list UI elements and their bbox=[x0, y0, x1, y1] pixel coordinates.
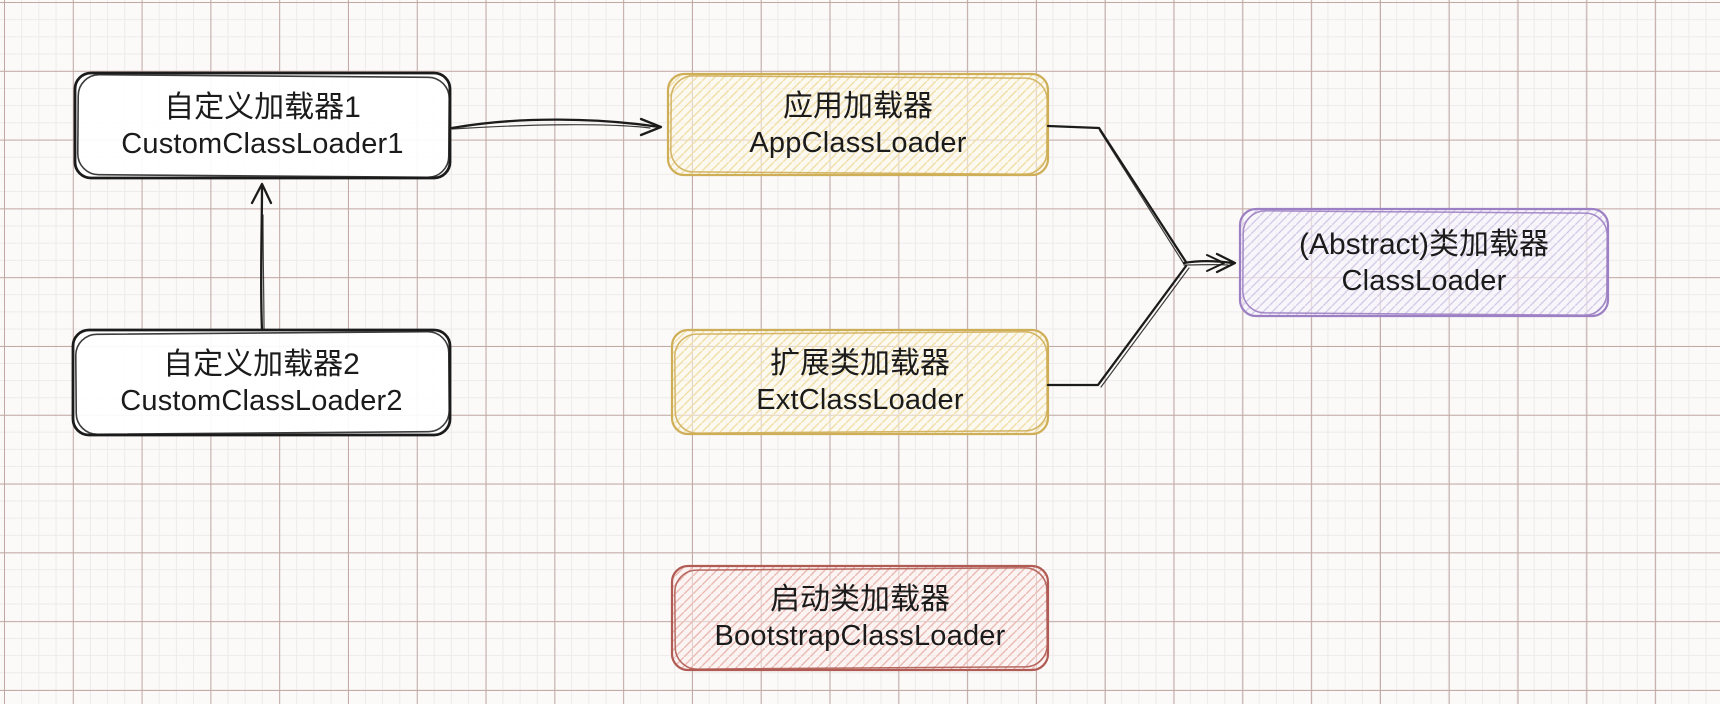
node-custom-classloader-1[interactable] bbox=[73, 71, 452, 180]
node-bootstrap-classloader[interactable] bbox=[670, 564, 1050, 672]
edge-app-to-classloader[interactable] bbox=[1046, 124, 1188, 265]
node-abstract-classloader[interactable] bbox=[1238, 207, 1610, 318]
edge-junction-arrow[interactable] bbox=[1182, 252, 1237, 274]
edge-custom1-to-app[interactable] bbox=[450, 117, 663, 137]
node-app-classloader[interactable] bbox=[666, 72, 1050, 177]
node-ext-classloader[interactable] bbox=[670, 328, 1050, 436]
node-custom-classloader-2[interactable] bbox=[71, 328, 452, 437]
edge-custom2-to-custom1[interactable] bbox=[250, 182, 273, 332]
edge-ext-to-classloader[interactable] bbox=[1046, 264, 1190, 388]
